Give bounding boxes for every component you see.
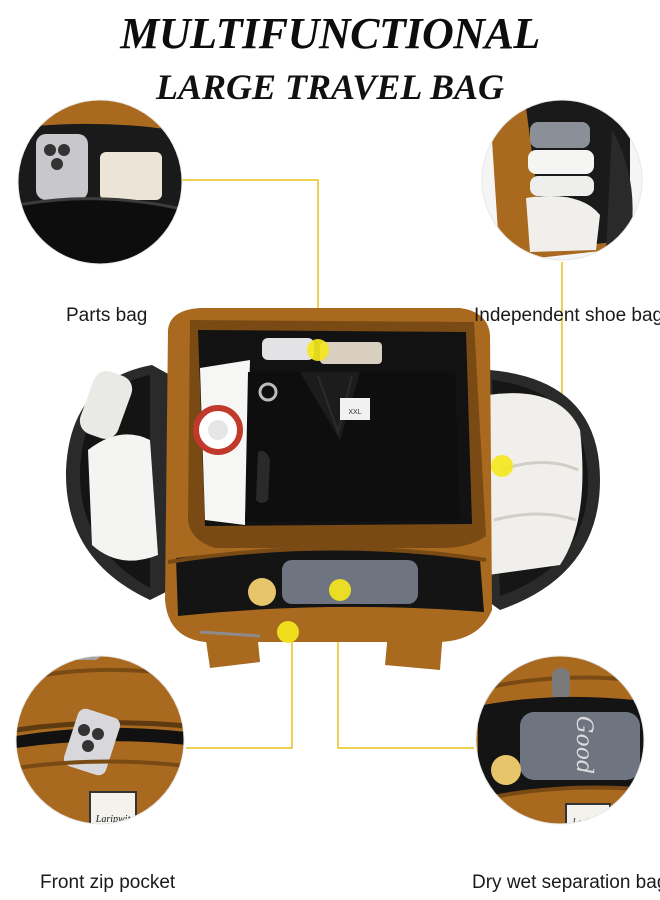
callout-dry-wet: Dry wet separation bag (472, 872, 660, 893)
shirt-size-tag: XXL (348, 409, 361, 416)
detail-shoe-bag (482, 100, 642, 260)
main-bag: XXL (65, 308, 600, 670)
detail-front-pocket: Laripwit (16, 656, 184, 825)
detail-dry-wet: Good Laripwit (476, 656, 644, 824)
towel-print: Good (571, 716, 596, 774)
headline-line-2: LARGE TRAVEL BAG (155, 67, 505, 107)
brand-label: Laripwit (95, 814, 131, 825)
callout-parts-bag: Parts bag (66, 305, 148, 326)
callout-dots (277, 339, 513, 643)
callout-shoe-bag: Independent shoe bag (474, 305, 660, 326)
detail-parts-bag (18, 100, 182, 264)
headline-line-1: MULTIFUNCTIONAL (120, 9, 540, 58)
callout-front-pocket: Front zip pocket (40, 872, 176, 893)
